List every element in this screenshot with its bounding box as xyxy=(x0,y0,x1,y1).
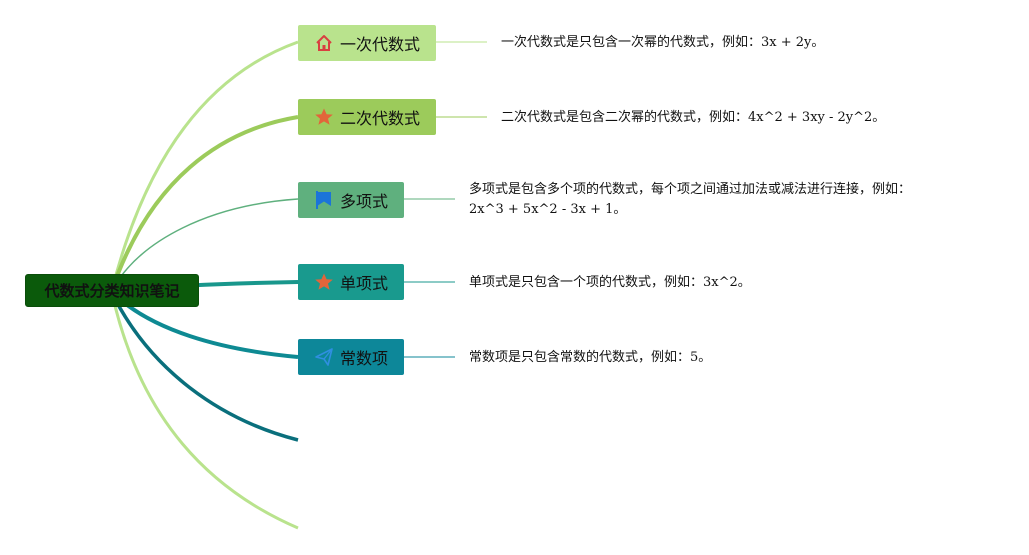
note-line: 2x^3 + 5x^2 - 3x + 1。 xyxy=(469,202,627,217)
topic-label: 单项式 xyxy=(339,274,388,293)
star-icon xyxy=(314,272,334,292)
topic-monomial[interactable]: 单项式 xyxy=(298,264,404,300)
note-line: 二次代数式是包含二次幂的代数式，例如：4x^2 + 3xy - 2y^2。 xyxy=(501,110,886,125)
home-icon xyxy=(314,33,334,53)
root-topic[interactable]: 代数式分类知识笔记 xyxy=(25,274,199,307)
note-line: 一次代数式是只包含一次幂的代数式，例如：3x + 2y。 xyxy=(501,35,825,50)
branch-line-7 xyxy=(110,292,299,530)
note-constant-term: 常数项是只包含常数的代数式，例如：5。 xyxy=(469,348,711,368)
root-topic-label: 代数式分类知识笔记 xyxy=(44,282,180,300)
star-icon xyxy=(314,107,334,127)
note-monomial: 单项式是只包含一个项的代数式，例如：3x^2。 xyxy=(469,273,751,293)
flag-icon xyxy=(314,190,334,210)
topic-quadratic-expression[interactable]: 二次代数式 xyxy=(298,99,436,135)
branch-line-2 xyxy=(110,115,299,291)
note-linear-expression: 一次代数式是只包含一次幂的代数式，例如：3x + 2y。 xyxy=(501,33,824,53)
topic-label: 一次代数式 xyxy=(339,35,420,54)
topic-label: 多项式 xyxy=(339,192,388,211)
topic-linear-expression[interactable]: 一次代数式 xyxy=(298,25,436,61)
note-line: 常数项是只包含常数的代数式，例如：5。 xyxy=(469,350,712,365)
branch-line-1 xyxy=(110,40,299,291)
note-polynomial: 多项式是包含多个项的代数式，每个项之间通过加法或减法进行连接，例如： 2x^3 … xyxy=(469,180,911,220)
branch-line-3 xyxy=(111,198,299,291)
note-line: 单项式是只包含一个项的代数式，例如：3x^2。 xyxy=(469,275,751,290)
topic-constant-term[interactable]: 常数项 xyxy=(298,339,404,375)
topic-label: 二次代数式 xyxy=(339,109,420,128)
topic-polynomial[interactable]: 多项式 xyxy=(298,182,404,218)
note-quadratic-expression: 二次代数式是包含二次幂的代数式，例如：4x^2 + 3xy - 2y^2。 xyxy=(501,108,885,128)
paper-plane-icon xyxy=(314,347,334,367)
branch-line-6 xyxy=(110,292,299,442)
note-line: 多项式是包含多个项的代数式，每个项之间通过加法或减法进行连接，例如： xyxy=(469,182,912,197)
topic-label: 常数项 xyxy=(339,349,388,368)
